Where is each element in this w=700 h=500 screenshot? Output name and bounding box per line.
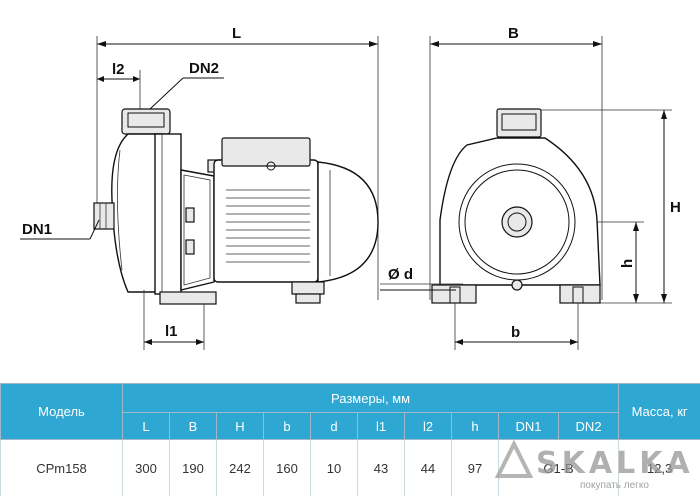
cell-l1: 43	[357, 439, 405, 496]
cell-mass: 12,3	[618, 439, 700, 496]
pump-drawing: L l2 DN2	[20, 25, 681, 350]
cell-b: 160	[263, 439, 311, 496]
cell-L: 300	[122, 439, 170, 496]
col-header-d: d	[310, 412, 358, 440]
skalka-logo-icon	[494, 440, 534, 478]
col-header-DN2: DN2	[557, 412, 620, 440]
cell-B: 190	[169, 439, 217, 496]
cell-model: CPm158	[0, 439, 123, 496]
col-header-L: L	[122, 412, 170, 440]
dim-DN1-label: DN1	[22, 221, 52, 238]
col-header-l1: l1	[357, 412, 405, 440]
col-header-l2: l2	[404, 412, 452, 440]
header-mass: Масса, кг	[618, 383, 700, 440]
watermark-tagline: покупать легко	[580, 480, 649, 491]
specs-table: Модель Размеры, мм Масса, кг L B H b d l…	[0, 383, 700, 496]
header-model: Модель	[0, 383, 123, 440]
cell-H: 242	[216, 439, 264, 496]
header-dimensions: Размеры, мм	[121, 383, 620, 413]
dim-DN2-label: DN2	[189, 60, 219, 77]
dim-d-label: Ø d	[388, 266, 413, 283]
pump-side-view: L l2 DN2	[20, 25, 379, 350]
watermark: SKALKA покупать легко	[488, 434, 690, 494]
table-row: CPm158 300 190 242 160 10 43 44 97 G1-B …	[0, 439, 700, 496]
cell-h: 97	[451, 439, 499, 496]
dim-b-label: b	[511, 324, 520, 341]
col-header-H: H	[216, 412, 264, 440]
dim-H-label: H	[670, 199, 681, 216]
dim-h-label: h	[619, 259, 636, 268]
cell-d: 10	[310, 439, 358, 496]
cell-l2: 44	[404, 439, 452, 496]
col-header-B: B	[169, 412, 217, 440]
col-header-b: b	[263, 412, 311, 440]
dim-l1-label: l1	[165, 323, 178, 340]
watermark-brand: SKALKA	[536, 446, 694, 481]
col-header-h: h	[451, 412, 499, 440]
pump-front-view: B H h Ø d b	[380, 25, 681, 350]
dim-B-label: B	[508, 25, 519, 42]
col-header-DN1: DN1	[498, 412, 559, 440]
dim-l2-label: l2	[112, 61, 125, 78]
dim-L-label: L	[232, 25, 241, 42]
